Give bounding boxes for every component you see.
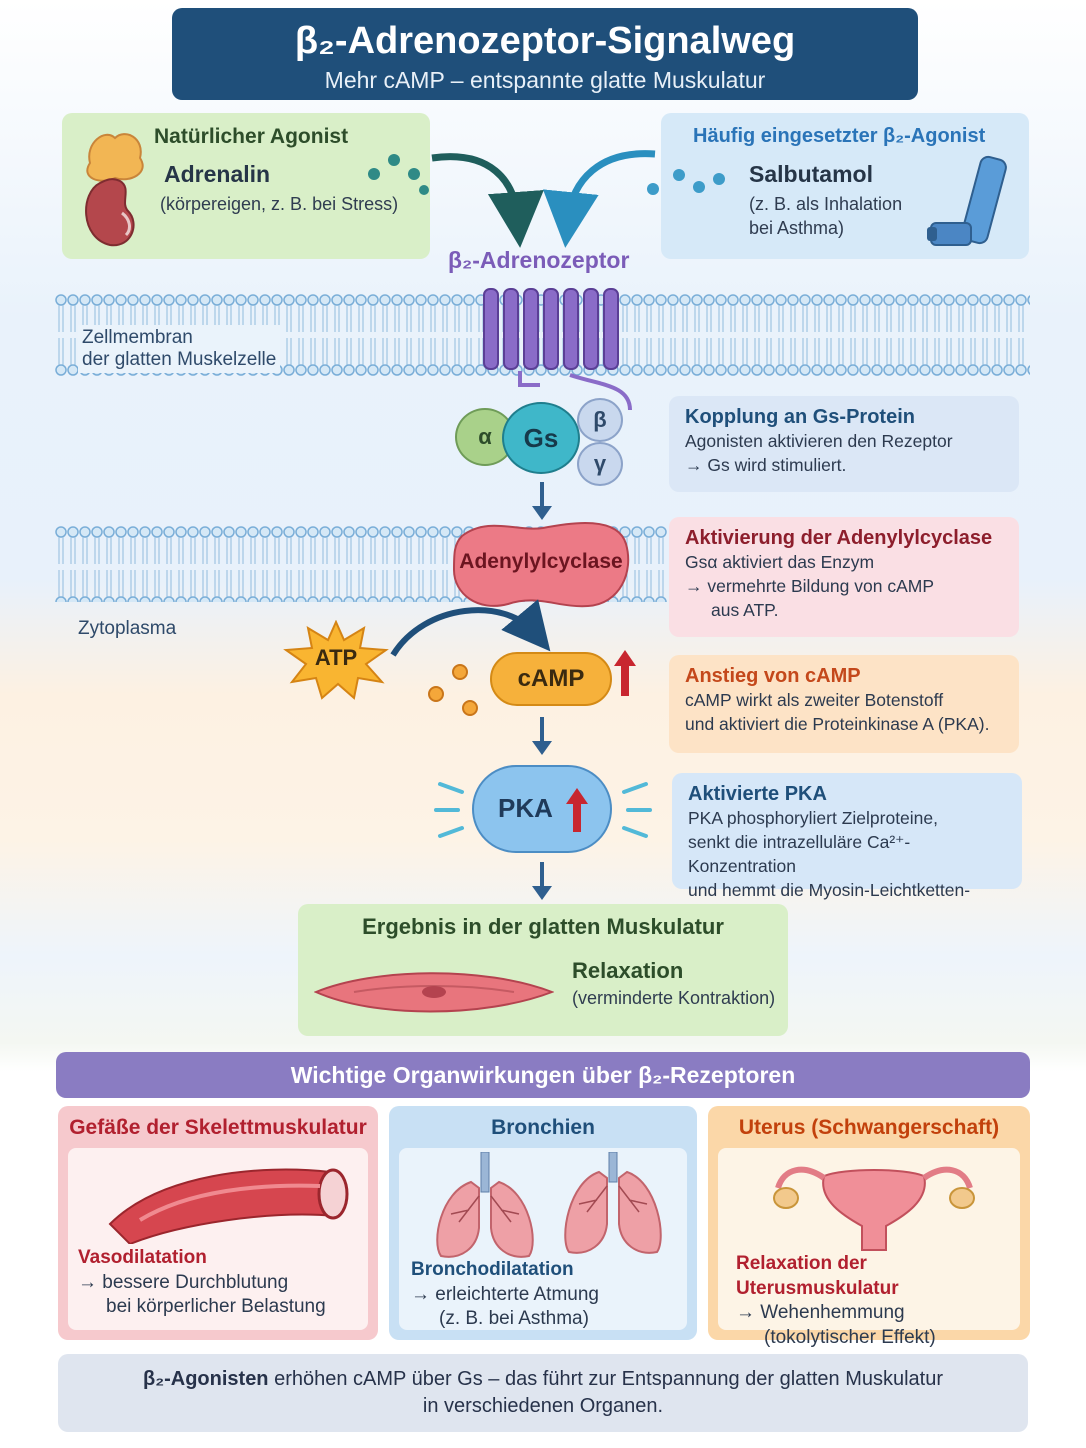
pka-label: PKA xyxy=(498,793,553,823)
page-title: β₂-Adrenozeptor-Signalweg xyxy=(294,20,796,62)
arrow-down-icon xyxy=(532,482,552,520)
drug-agonist-panel: Häufig eingesetzter β₂-Agonist Salbutamo… xyxy=(647,113,1029,259)
agonist-arrows xyxy=(431,150,656,248)
pka-enzyme xyxy=(472,765,612,853)
step-adenylyl-line3: aus ATP. xyxy=(711,600,779,621)
adenylylcyclase-label: Adenylylcyclase xyxy=(459,550,623,573)
natural-agonist-heading: Natürlicher Agonist xyxy=(154,125,349,148)
receptor-7tm-icon xyxy=(483,288,632,410)
organ-vessels-inner: Vasodilatation → bessere Durchblutung be… xyxy=(68,1148,368,1330)
salbutamol-name: Salbutamol xyxy=(749,161,873,187)
step-pka-title: Aktivierte PKA xyxy=(688,783,827,805)
adrenalin-name: Adrenalin xyxy=(164,161,271,187)
camp-molecules-icon xyxy=(428,664,478,716)
organ-vessels-title: Gefäße der Skelettmuskulatur xyxy=(69,1116,367,1139)
uterus-icon xyxy=(773,1166,975,1251)
organ-vessels-text: Vasodilatation → bessere Durchblutung be… xyxy=(78,1246,326,1320)
organ-bronchi-text: Bronchodilatation → erleichterte Atmung … xyxy=(411,1258,599,1332)
step-camp-box: Anstieg von cAMP cAMP wirkt als zweiter … xyxy=(669,655,1019,753)
organ-uterus-card: Uterus (Schwangerschaft) Relaxation der … xyxy=(708,1106,1030,1348)
organ-bronchi-card: Bronchien Bronchodilatation → erleichter… xyxy=(389,1106,697,1340)
organ-bronchi-line2: (z. B. bei Asthma) xyxy=(439,1308,589,1330)
summary-line2: in verschiedenen Organen. xyxy=(422,1395,664,1417)
step-pka-box: Aktivierte PKA PKA phosphoryliert Zielpr… xyxy=(672,773,1022,925)
step-pka-line1: PKA phosphoryliert Zielproteine, xyxy=(688,808,938,828)
step-adenylyl-box: Aktivierung der Adenylylcyclase Gsα akti… xyxy=(669,517,1019,637)
g-alpha-subunit: α xyxy=(455,408,515,466)
organ-bronchi-line1: → erleichterte Atmung xyxy=(411,1283,599,1305)
organ-uterus-line2: (tokolytischer Effekt) xyxy=(764,1327,936,1349)
summary-box: β₂-Agonisten erhöhen cAMP über Gs – das … xyxy=(58,1354,1028,1432)
adrenalin-note: (körpereigen, z. B. bei Stress) xyxy=(160,194,399,214)
organ-vessels-line1: → bessere Durchblutung xyxy=(78,1271,289,1293)
summary-bold: β₂-Agonisten xyxy=(143,1368,269,1390)
page-subtitle: Mehr cAMP – entspannte glatte Muskulatur xyxy=(324,67,766,93)
result-panel: Ergebnis in der glatten Muskulatur Relax… xyxy=(298,904,788,1036)
step-camp-title: Anstieg von cAMP xyxy=(685,665,861,687)
increase-arrow-icon xyxy=(614,650,636,696)
membrane-label: Zellmembran der glatten Muskelzelle xyxy=(78,325,281,373)
camp-pill: cAMP xyxy=(490,652,612,706)
g-beta-subunit: β xyxy=(577,398,623,442)
result-effect: Relaxation xyxy=(572,958,684,983)
title-banner: β₂-Adrenozeptor-Signalweg Mehr cAMP – en… xyxy=(172,8,918,100)
organ-uterus-line1: → Wehenhemmung xyxy=(736,1302,905,1324)
step-coupling-title: Kopplung an Gs-Protein xyxy=(685,406,915,428)
blood-vessel-icon xyxy=(108,1168,349,1244)
step-camp-line1: cAMP wirkt als zweiter Botenstoff xyxy=(685,690,944,710)
step-adenylyl-title: Aktivierung der Adenylylcyclase xyxy=(685,527,993,549)
pka-glow-icon xyxy=(434,782,652,838)
adenylylcyclase-enzyme-icon xyxy=(452,522,630,608)
step-coupling-line1: Agonisten aktivieren den Rezeptor xyxy=(685,431,953,451)
g-gamma-subunit: γ xyxy=(577,442,623,486)
receptor-label: β₂-Adrenozeptor xyxy=(448,247,630,273)
molecule-dots-icon xyxy=(368,154,429,195)
organ-vessels-effect: Vasodilatation xyxy=(78,1247,207,1268)
result-title: Ergebnis in der glatten Muskulatur xyxy=(362,914,724,939)
organ-uterus-inner: Relaxation der Uterusmuskulatur → Wehenh… xyxy=(718,1148,1020,1348)
natural-agonist-panel: Natürlicher Agonist Adrenalin (körpereig… xyxy=(62,113,430,259)
step-coupling-line2: → Gs wird stimuliert. xyxy=(685,455,847,476)
organ-vessels-line2: bei körperlicher Belastung xyxy=(106,1296,326,1318)
organ-uterus-text: Relaxation der Uterusmuskulatur → Wehenh… xyxy=(736,1252,1020,1351)
molecule-dots-icon xyxy=(647,169,725,195)
atp-label: ATP xyxy=(314,645,358,670)
step-adenylyl-line2: → vermehrte Bildung von cAMP xyxy=(685,576,934,597)
organ-bronchi-effect: Bronchodilatation xyxy=(411,1259,574,1280)
atp-conversion-arrow xyxy=(390,599,551,657)
step-camp-line2: und aktiviert die Proteinkinase A (PKA). xyxy=(685,714,990,735)
arrow-down-icon xyxy=(532,717,552,755)
cytoplasm-label: Zytoplasma xyxy=(78,618,177,639)
organ-effects-banner: Wichtige Organwirkungen über β₂-Rezeptor… xyxy=(56,1052,1030,1098)
summary-rest: erhöhen cAMP über Gs – das führt zur Ent… xyxy=(274,1368,943,1390)
step-coupling-box: Kopplung an Gs-Protein Agonisten aktivie… xyxy=(669,396,1019,492)
organ-uterus-title: Uterus (Schwangerschaft) xyxy=(738,1116,1000,1139)
adrenal-gland-icon xyxy=(85,133,144,247)
atp-star-icon xyxy=(283,620,389,700)
salbutamol-note-line1: (z. B. als Inhalation xyxy=(749,194,903,214)
drug-agonist-heading: Häufig eingesetzter β₂-Agonist xyxy=(693,125,986,147)
gs-protein: Gs xyxy=(502,402,580,474)
arrow-down-icon xyxy=(532,862,552,900)
salbutamol-note-line2: bei Asthma) xyxy=(749,218,845,238)
increase-arrow-icon xyxy=(566,788,588,832)
organ-uterus-effect: Relaxation der Uterusmuskulatur xyxy=(736,1253,899,1299)
organ-bronchi-title: Bronchien xyxy=(491,1116,595,1139)
inhaler-icon xyxy=(927,155,1007,246)
lungs-icon xyxy=(436,1152,662,1258)
summary-line1: β₂-Agonisten erhöhen cAMP über Gs – das … xyxy=(58,1366,1028,1393)
muscle-cell-icon xyxy=(314,972,554,1013)
membrane-label-line2: der glatten Muskelzelle xyxy=(82,349,277,370)
membrane-label-line1: Zellmembran xyxy=(82,327,193,348)
step-adenylyl-line1: Gsα aktiviert das Enzym xyxy=(685,552,875,572)
organ-bronchi-inner: Bronchodilatation → erleichterte Atmung … xyxy=(399,1148,687,1330)
step-pka-line2: senkt die intrazelluläre Ca²⁺-Konzentrat… xyxy=(688,832,911,877)
result-note: (verminderte Kontraktion) xyxy=(572,988,776,1008)
organ-vessels-card: Gefäße der Skelettmuskulatur Vasodilatat… xyxy=(58,1106,378,1340)
